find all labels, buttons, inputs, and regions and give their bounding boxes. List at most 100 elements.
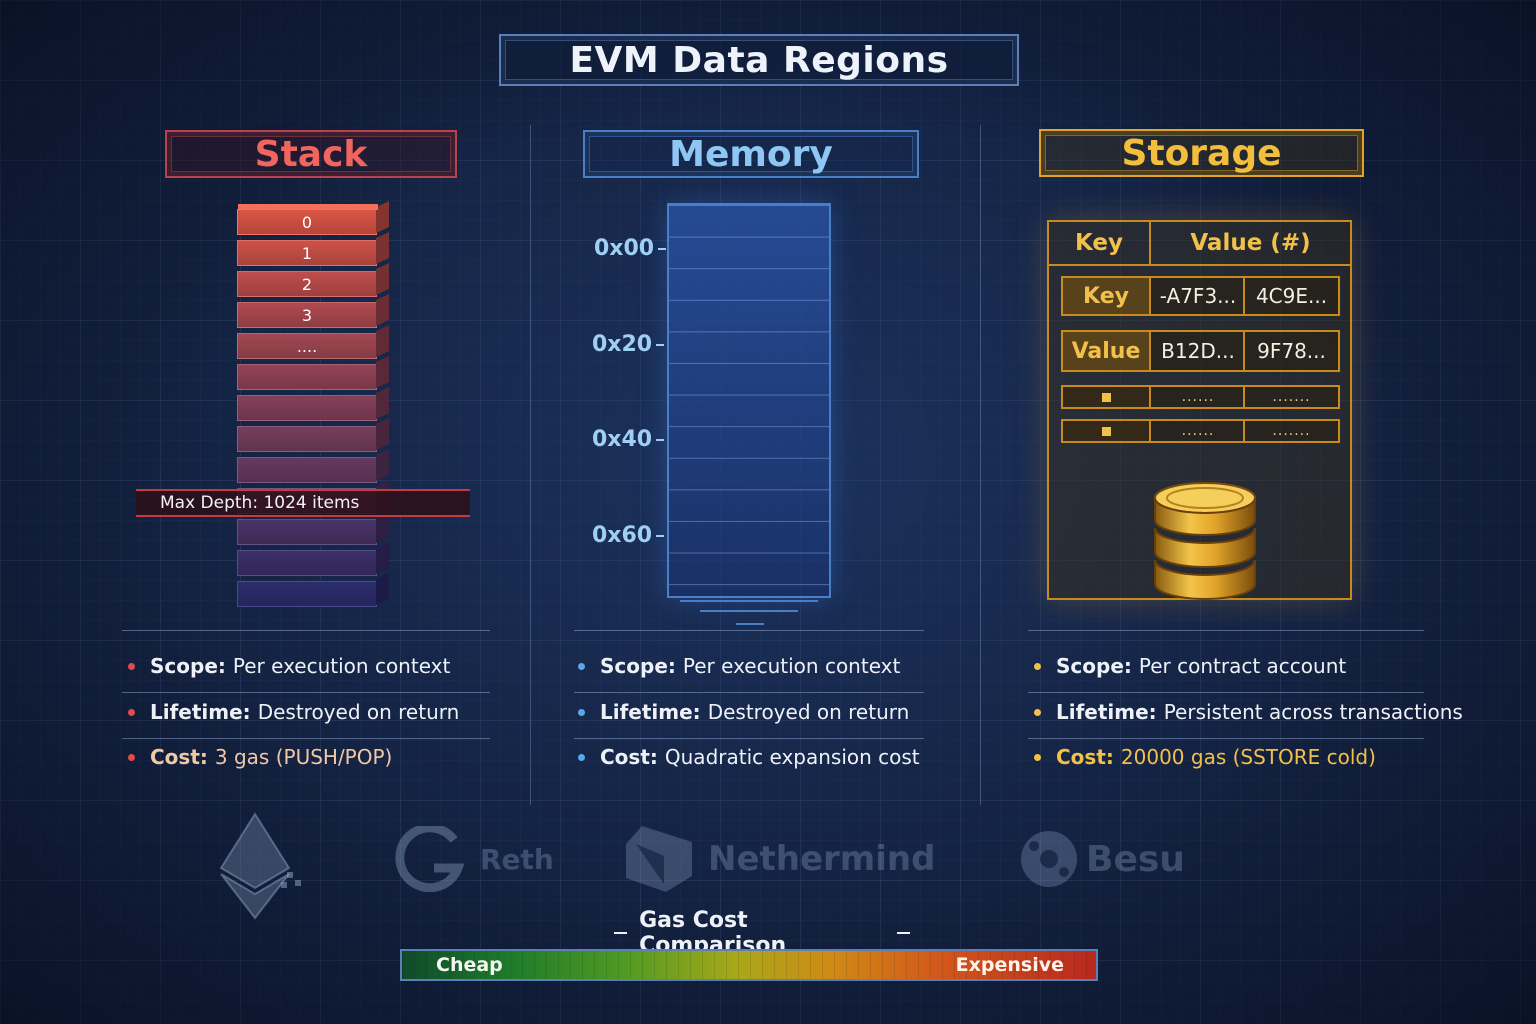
stack-slot-side — [376, 324, 389, 358]
bullet-key: Lifetime: — [600, 700, 701, 724]
stack-cost-bullet: Cost:3 gas (PUSH/POP) — [128, 745, 392, 769]
database-icon — [1154, 482, 1256, 600]
memory-base-line — [736, 623, 764, 625]
nethermind-icon — [626, 826, 692, 892]
storage-cell: ....... — [1272, 423, 1311, 439]
storage-cell: B12D... — [1153, 332, 1245, 370]
stack-slot: 1 — [237, 231, 389, 266]
memory-cost-bullet: Cost:Quadratic expansion cost — [578, 745, 920, 769]
stack-slot-label: 1 — [301, 243, 313, 263]
ethereum-icon — [219, 812, 301, 920]
storage-cost-bullet: Cost:20000 gas (SSTORE cold) — [1034, 745, 1376, 769]
stack-slot-side — [376, 355, 389, 389]
gas-scale-title: Gas Cost Comparison — [602, 908, 922, 958]
bullet-dot — [1034, 753, 1041, 761]
bullet-value: Per execution context — [232, 654, 451, 678]
stack-slot-side — [376, 386, 389, 420]
bullet-key: Scope: — [150, 654, 226, 678]
storage-cell: 9F78... — [1257, 339, 1326, 363]
storage-scope-bullet: Scope:Per contract account — [1034, 654, 1346, 678]
besu-logo: Besu — [1016, 828, 1185, 890]
stack-slot-label: .... — [296, 336, 318, 356]
bullet-dot — [578, 708, 585, 716]
bullet-dot — [578, 662, 585, 670]
bullet-value: Quadratic expansion cost — [664, 745, 920, 769]
divider — [574, 738, 924, 739]
bullet-dot — [128, 708, 135, 716]
storage-row: Value B12D... 9F78... — [1061, 330, 1340, 372]
stack-slot — [237, 572, 389, 607]
bullet-dot — [1034, 662, 1041, 670]
title-dash — [614, 932, 628, 934]
memory-base-line — [680, 600, 818, 602]
bullet-key: Cost: — [600, 745, 658, 769]
stack-slot — [237, 541, 389, 576]
storage-section-title: Storage — [1039, 129, 1364, 177]
bullet-key: Cost: — [150, 745, 208, 769]
storage-row-marker — [1063, 387, 1151, 407]
gas-cost-gradient-bar: Cheap Expensive — [400, 949, 1098, 981]
divider — [122, 738, 490, 739]
column-divider-right — [980, 125, 981, 805]
stack-slot-label: 2 — [301, 274, 313, 294]
divider — [574, 692, 924, 693]
memory-address-label: 0x40 — [592, 427, 665, 452]
stack-slot-top — [238, 204, 378, 210]
storage-table-header — [1049, 222, 1350, 266]
stack-slot — [237, 510, 389, 545]
stack-max-depth-label: Max Depth: 1024 items — [136, 489, 470, 517]
nethermind-label: Nethermind — [708, 839, 936, 879]
stack-section-title: Stack — [165, 130, 457, 178]
stack-slot: 3 — [237, 293, 389, 328]
divider — [1028, 692, 1424, 693]
memory-address-label: 0x60 — [592, 523, 665, 548]
divider — [122, 630, 490, 631]
column-divider-left — [530, 125, 531, 805]
memory-lifetime-bullet: Lifetime:Destroyed on return — [578, 700, 909, 724]
storage-cell: 4C9E... — [1255, 284, 1328, 308]
bullet-dot — [128, 753, 135, 761]
stack-slot-side — [376, 541, 389, 575]
stack-slot: .... — [237, 324, 389, 359]
storage-lifetime-bullet: Lifetime:Persistent across transactions — [1034, 700, 1463, 724]
storage-cell: -A7F3... — [1153, 278, 1245, 314]
bullet-key: Scope: — [1056, 654, 1132, 678]
stack-slot — [237, 386, 389, 421]
reth-label: Reth — [480, 842, 554, 876]
bullet-key: Scope: — [600, 654, 676, 678]
stack-slot-side — [376, 231, 389, 265]
besu-icon — [1021, 831, 1077, 887]
stack-slot: 2 — [237, 262, 389, 297]
bullet-value: Persistent across transactions — [1163, 700, 1463, 724]
nethermind-logo: Nethermind — [622, 822, 935, 896]
reth-icon — [395, 826, 465, 892]
gas-scale-high-label: Expensive — [955, 954, 1064, 976]
stack-slot-side — [376, 293, 389, 327]
stack-slot-label: 3 — [301, 305, 313, 325]
stack-illustration: 0 1 2 3.... — [237, 200, 392, 608]
storage-row: Key -A7F3... 4C9E... — [1061, 276, 1340, 316]
bullet-key: Lifetime: — [150, 700, 251, 724]
bullet-key: Cost: — [1056, 745, 1114, 769]
stack-slot — [237, 448, 389, 483]
memory-section-title: Memory — [583, 130, 919, 178]
besu-label: Besu — [1086, 838, 1185, 880]
memory-base-line — [700, 610, 798, 612]
divider — [122, 692, 490, 693]
stack-slot-side — [376, 448, 389, 482]
bullet-value: Destroyed on return — [257, 700, 460, 724]
stack-slot-side — [376, 572, 389, 606]
stack-slot-side — [376, 262, 389, 296]
bullet-dot — [128, 662, 135, 670]
divider — [1028, 630, 1424, 631]
stack-slot-label: 0 — [301, 212, 313, 232]
bullet-dot — [1034, 708, 1041, 716]
storage-row-label: Value — [1063, 332, 1151, 370]
title-dash — [896, 932, 910, 934]
storage-row: ...... ....... — [1061, 385, 1340, 409]
storage-row: ...... ....... — [1061, 419, 1340, 443]
memory-address-label: 0x00 — [594, 236, 667, 261]
divider — [574, 630, 924, 631]
bullet-dot — [578, 753, 585, 761]
bullet-value: 3 gas (PUSH/POP) — [214, 745, 393, 769]
